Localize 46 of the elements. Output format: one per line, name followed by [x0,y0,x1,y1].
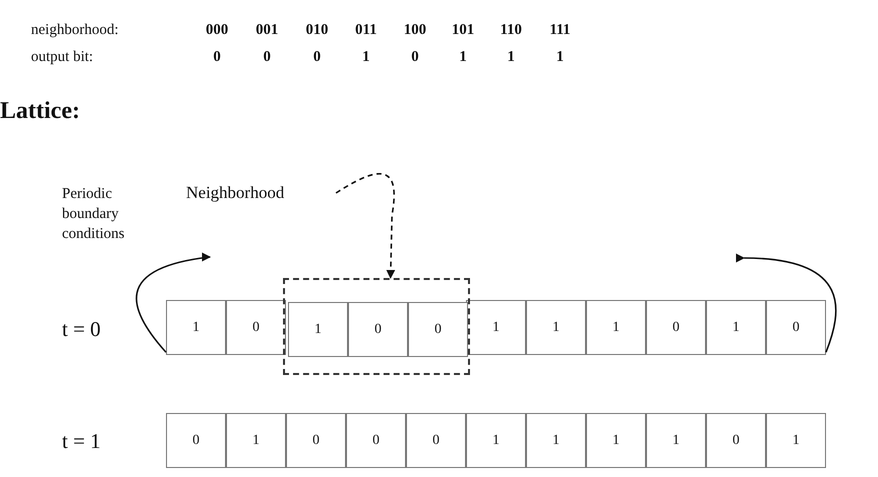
lattice-cell: 1 [226,413,286,468]
dashed-arrow [336,173,396,279]
lattice-cell: 1 [526,413,586,468]
lattice-cell: 0 [706,413,766,468]
lattice-cell: 0 [646,300,706,355]
table-value: 100 [402,21,428,40]
row-header: output bit: [31,48,94,67]
lattice-cell: 0 [286,413,346,468]
lattice-cell: 0 [346,413,406,468]
table-value: 1 [506,48,516,67]
table-value: 0 [312,48,322,67]
lattice-cell: 0 [226,300,286,355]
lattice-cell: 1 [586,413,646,468]
row-header: neighborhood: [31,21,118,40]
lattice-cell: 0 [408,302,468,357]
table-value: 0 [410,48,420,67]
annotation-text: Neighborhood [186,181,336,205]
lattice-cell: 1 [586,300,646,355]
lattice-cell: 1 [288,302,348,357]
table-value: 011 [354,21,378,40]
table-value: 101 [450,21,476,40]
section-heading: Lattice: [0,97,80,126]
table-value: 001 [254,21,280,40]
annotation-text: Periodic boundary conditions [62,185,126,244]
table-value: 0 [262,48,272,67]
lattice-cell: 0 [166,413,226,468]
table-value: 111 [548,21,572,40]
lattice-cell: 1 [166,300,226,355]
lattice-cell: 0 [406,413,466,468]
table-value: 000 [204,21,230,40]
table-value: 010 [304,21,330,40]
lattice-cell: 1 [766,413,826,468]
lattice-cell: 1 [646,413,706,468]
table-value: 1 [458,48,468,67]
time-step-label: t = 0 [62,316,101,342]
lattice-cell: 1 [526,300,586,355]
time-step-label: t = 1 [62,428,101,454]
neighborhood-frame [283,278,470,375]
lattice-cell: 0 [348,302,408,357]
table-value: 1 [361,48,371,67]
table-value: 1 [555,48,565,67]
lattice-cell: 1 [466,413,526,468]
lattice-cell: 1 [466,300,526,355]
curved-arrow [136,254,211,353]
table-value: 0 [212,48,222,67]
table-value: 110 [499,21,523,40]
